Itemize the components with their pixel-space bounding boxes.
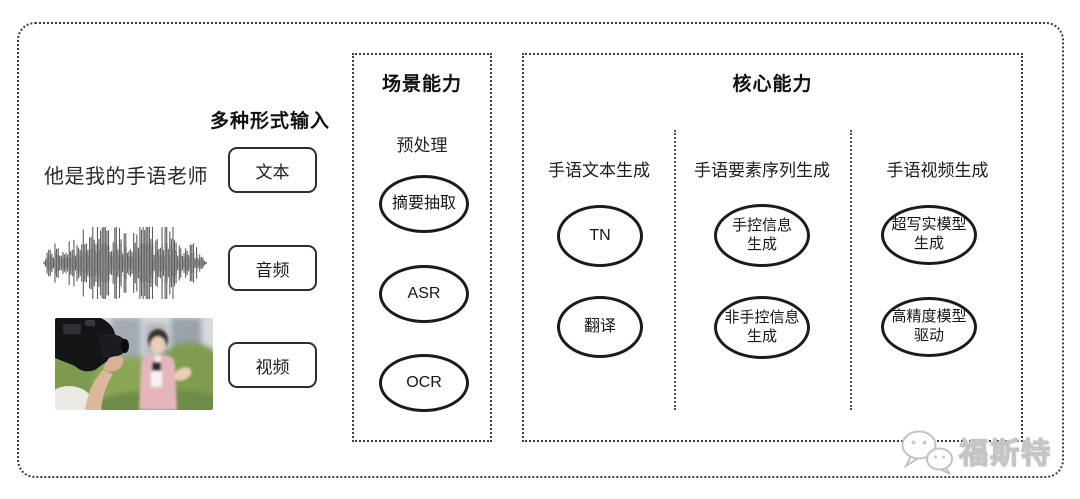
input-type-text-label: 文本 [255, 162, 290, 182]
node-non-manual-info-generation: 非手控信息 生成 [714, 296, 810, 359]
node-translation: 翻译 [557, 296, 643, 358]
column-divider-1 [674, 130, 676, 410]
node-ocr: OCR [379, 354, 469, 412]
column-divider-2 [850, 130, 852, 410]
column-header-video-generation: 手语视频生成 [886, 161, 989, 180]
input-section-header: 多种形式输入 [209, 111, 330, 132]
reporter-filming-photo [55, 318, 213, 410]
input-type-audio-label: 音频 [255, 260, 290, 280]
sample-sentence-text: 他是我的手语老师 [44, 166, 208, 188]
input-type-video-box: 视频 [228, 342, 317, 388]
core-capability-panel: 核心能力 手语文本生成 TN 翻译 手语要素序列生成 手控信息 生成 非手控信息… [522, 53, 1023, 442]
input-type-text-box: 文本 [228, 147, 317, 193]
scene-capability-panel: 场景能力 预处理 摘要抽取 ASR OCR [352, 53, 492, 442]
audio-waveform-icon [43, 227, 208, 299]
input-type-audio-box: 音频 [228, 245, 317, 291]
brand-watermark-text: 福斯特 [958, 437, 1053, 470]
column-header-text-generation: 手语文本生成 [548, 161, 650, 180]
node-high-precision-model-driving: 高精度模型 驱动 [881, 297, 977, 357]
wechat-icon [901, 430, 953, 475]
scene-panel-title: 场景能力 [381, 74, 462, 95]
column-header-element-sequence: 手语要素序列生成 [694, 161, 830, 180]
brand-watermark: 福斯特 [899, 427, 1052, 475]
node-asr: ASR [379, 265, 469, 323]
node-manual-info-generation: 手控信息 生成 [714, 204, 810, 267]
core-panel-title: 核心能力 [732, 74, 813, 95]
outer-dotted-frame [17, 22, 1064, 478]
node-hyperreal-model-generation: 超写实模型 生成 [881, 205, 977, 265]
node-tn: TN [557, 205, 643, 267]
preprocess-label: 预处理 [396, 136, 448, 155]
node-summary-extraction: 摘要抽取 [379, 175, 469, 233]
input-type-video-label: 视频 [255, 357, 290, 377]
